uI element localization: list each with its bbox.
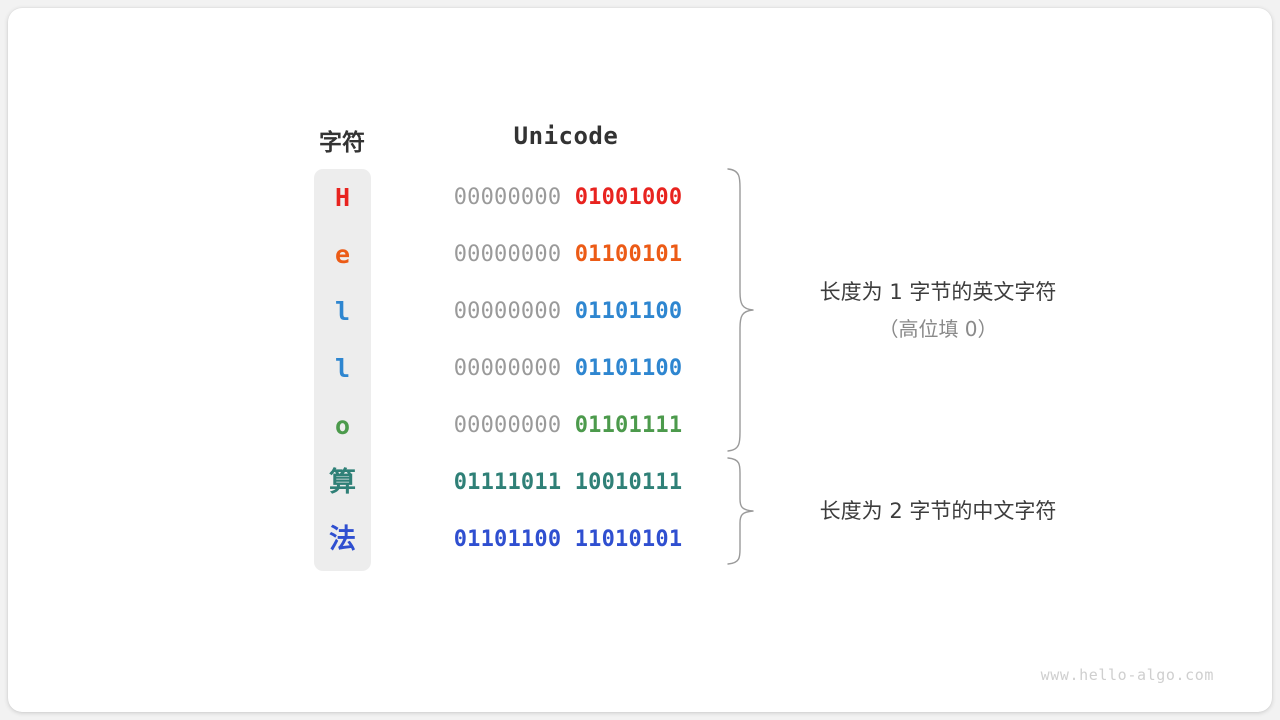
unicode-bits-row: 01101100 11010101 bbox=[428, 520, 708, 560]
column-header-character: 字符 bbox=[319, 129, 365, 155]
unicode-significant-bits: 01101100 bbox=[574, 299, 683, 324]
unicode-bits-row: 00000000 01100101 bbox=[428, 235, 708, 275]
unicode-bits-row: 00000000 01101111 bbox=[428, 406, 708, 446]
unicode-padding-bits: 00000000 bbox=[453, 413, 562, 438]
unicode-significant-bits: 01001000 bbox=[574, 185, 683, 210]
character-cell: e bbox=[334, 240, 351, 269]
annotation-single-byte-sub: （高位填 0） bbox=[878, 317, 998, 341]
character-cell: o bbox=[334, 411, 351, 440]
brace-double-byte-group bbox=[727, 457, 754, 565]
character-cell: l bbox=[334, 297, 351, 326]
unicode-bits-row: 00000000 01101100 bbox=[428, 349, 708, 389]
character-cell: 算 bbox=[329, 467, 356, 498]
annotation-single-byte: 长度为 1 字节的英文字符 bbox=[819, 280, 1057, 304]
character-cell: l bbox=[334, 354, 351, 383]
brace-single-byte-group bbox=[727, 168, 754, 452]
unicode-padding-bits: 00000000 bbox=[453, 185, 562, 210]
watermark-url: www.hello-algo.com bbox=[1040, 666, 1214, 684]
unicode-padding-bits: 00000000 bbox=[453, 299, 562, 324]
unicode-bits-row: 00000000 01001000 bbox=[428, 178, 708, 218]
figure-card: 字符 Unicode H 00000000 01001000 e 00000000 0… bbox=[8, 8, 1272, 712]
annotation-double-byte: 长度为 2 字节的中文字符 bbox=[819, 499, 1057, 523]
character-cell: 法 bbox=[329, 524, 356, 555]
unicode-significant-bits: 01101100 11010101 bbox=[453, 527, 683, 552]
unicode-significant-bits: 01111011 10010111 bbox=[453, 470, 683, 495]
unicode-padding-bits: 00000000 bbox=[453, 242, 562, 267]
unicode-significant-bits: 01100101 bbox=[574, 242, 683, 267]
character-column bbox=[314, 169, 371, 571]
unicode-bits-row: 00000000 01101100 bbox=[428, 292, 708, 332]
character-cell: H bbox=[334, 183, 351, 212]
unicode-significant-bits: 01101100 bbox=[574, 356, 683, 381]
unicode-padding-bits: 00000000 bbox=[453, 356, 562, 381]
unicode-bits-row: 01111011 10010111 bbox=[428, 463, 708, 503]
column-header-unicode: Unicode bbox=[513, 122, 619, 150]
unicode-significant-bits: 01101111 bbox=[574, 413, 683, 438]
